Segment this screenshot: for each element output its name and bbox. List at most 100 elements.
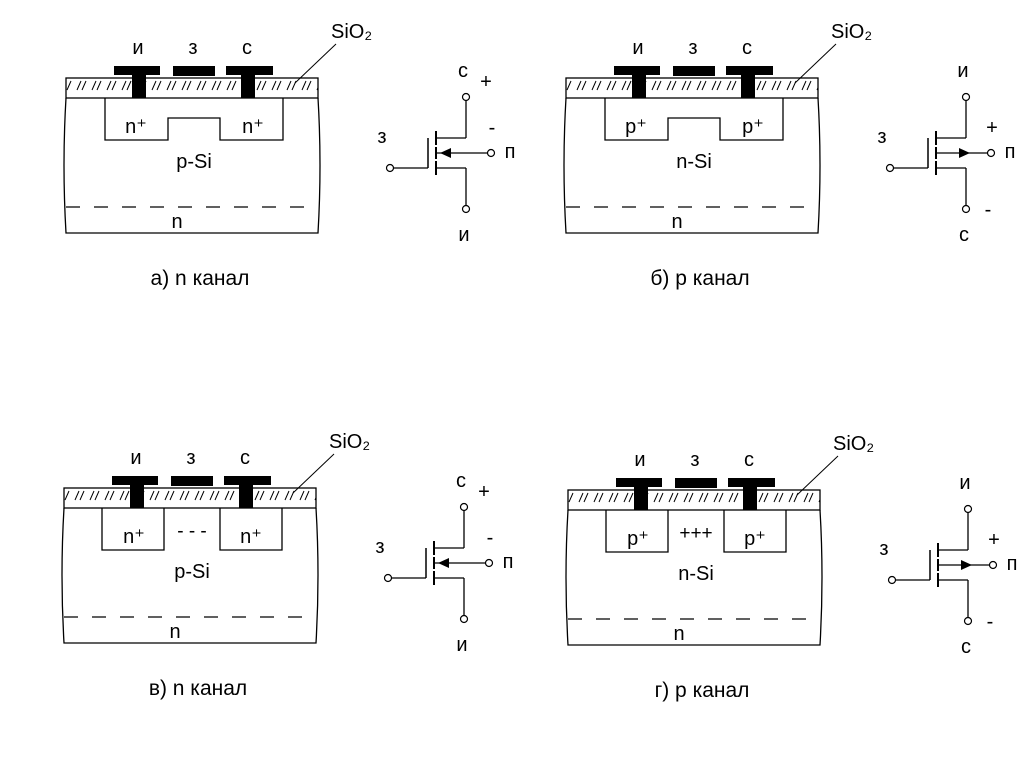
drain-label: с [744, 449, 754, 471]
left-well-label: p⁺ [627, 528, 649, 550]
symbol-top-label: с [458, 60, 468, 82]
symbol-top-sign: + [478, 481, 490, 503]
bottom-layer-label: n [673, 623, 684, 645]
symbol-body-label: п [503, 551, 514, 573]
symbol-side-sign: - [489, 117, 496, 139]
panel-caption: в) n канал [149, 677, 247, 700]
left-well-label: n⁺ [123, 526, 145, 548]
right-well-label: p⁺ [742, 116, 764, 138]
body-terminal [486, 148, 496, 158]
bottom-terminal [459, 614, 469, 624]
drain-label: с [242, 37, 252, 59]
source-contact [616, 478, 662, 510]
substrate-outline [563, 97, 821, 234]
symbol-top-sign: + [480, 71, 492, 93]
drain-contact [726, 66, 773, 98]
symbol-gate-label: з [877, 126, 886, 148]
body-arrow-in [438, 558, 449, 568]
symbol-gate-label: з [377, 126, 386, 148]
symbol-bottom-label: с [961, 636, 971, 658]
body-arrow-in [440, 148, 451, 158]
bottom-terminal [963, 616, 973, 626]
oxide-layer [65, 77, 319, 99]
symbol-body-label: п [1005, 141, 1016, 163]
symbol-bottom-sign: - [985, 199, 992, 221]
right-well [723, 510, 787, 553]
symbol-top-label: и [959, 472, 970, 494]
symbol-bottom-sign: - [987, 611, 994, 633]
substrate-label: n-Si [676, 151, 712, 173]
body-arrow-out [961, 560, 972, 570]
source-contact [112, 476, 158, 508]
substrate-outline [63, 97, 321, 234]
oxide-leader-line [796, 455, 839, 496]
substrate-label: n-Si [678, 563, 714, 585]
body-arrow-out [959, 148, 970, 158]
well-channel-outline [604, 98, 784, 141]
panel-caption: б) р канал [650, 267, 749, 290]
substrate-label: p-Si [176, 151, 212, 173]
oxide-layer [567, 489, 821, 511]
bottom-layer-label: n [169, 621, 180, 643]
gate-contact [173, 66, 215, 76]
gate-contact [171, 476, 213, 486]
body-terminal [484, 558, 494, 568]
symbol-bottom-label: с [959, 224, 969, 246]
body-terminal [988, 560, 998, 570]
symbol-body-label: п [1007, 553, 1018, 575]
top-terminal [961, 92, 971, 102]
oxide-leader-line [292, 453, 335, 494]
gate-label: з [188, 37, 197, 59]
gate-terminal [885, 163, 895, 173]
bottom-terminal [961, 204, 971, 214]
symbol-top-label: и [957, 60, 968, 82]
left-well-label: n⁺ [125, 116, 147, 138]
right-well [219, 508, 283, 551]
symbol-top-label: с [456, 470, 466, 492]
oxide-layer [565, 77, 819, 99]
gate-contact [673, 66, 715, 76]
top-terminal [459, 502, 469, 512]
gate-terminal [385, 163, 395, 173]
left-well-label: p⁺ [625, 116, 647, 138]
drain-contact [226, 66, 273, 98]
body-terminal [986, 148, 996, 158]
drain-contact [224, 476, 271, 508]
gate-terminal [887, 575, 897, 585]
symbol-bottom-label: и [456, 634, 467, 656]
source-contact [614, 66, 660, 98]
gate-label: з [688, 37, 697, 59]
oxide-leader-line [294, 43, 337, 84]
oxide-label: SiO₂ [831, 21, 872, 43]
right-well-label: p⁺ [744, 528, 766, 550]
right-well-label: n⁺ [242, 116, 264, 138]
oxide-leader-line [794, 43, 837, 84]
substrate-outline [61, 507, 319, 644]
oxide-layer [63, 487, 317, 509]
drain-contact [728, 478, 775, 510]
right-well-label: n⁺ [240, 526, 262, 548]
top-terminal [963, 504, 973, 514]
bottom-layer-label: n [671, 211, 682, 233]
gate-contact [675, 478, 717, 488]
left-well [101, 508, 165, 551]
symbol-side-sign: + [986, 117, 998, 139]
well-channel-outline [104, 98, 284, 141]
symbol-gate-label: з [879, 538, 888, 560]
channel-charge-marks: +++ [679, 523, 712, 544]
source-label: и [632, 37, 643, 59]
panel-caption: г) р канал [655, 679, 750, 702]
gate-label: з [690, 449, 699, 471]
substrate-label: p-Si [174, 561, 210, 583]
source-label: и [132, 37, 143, 59]
